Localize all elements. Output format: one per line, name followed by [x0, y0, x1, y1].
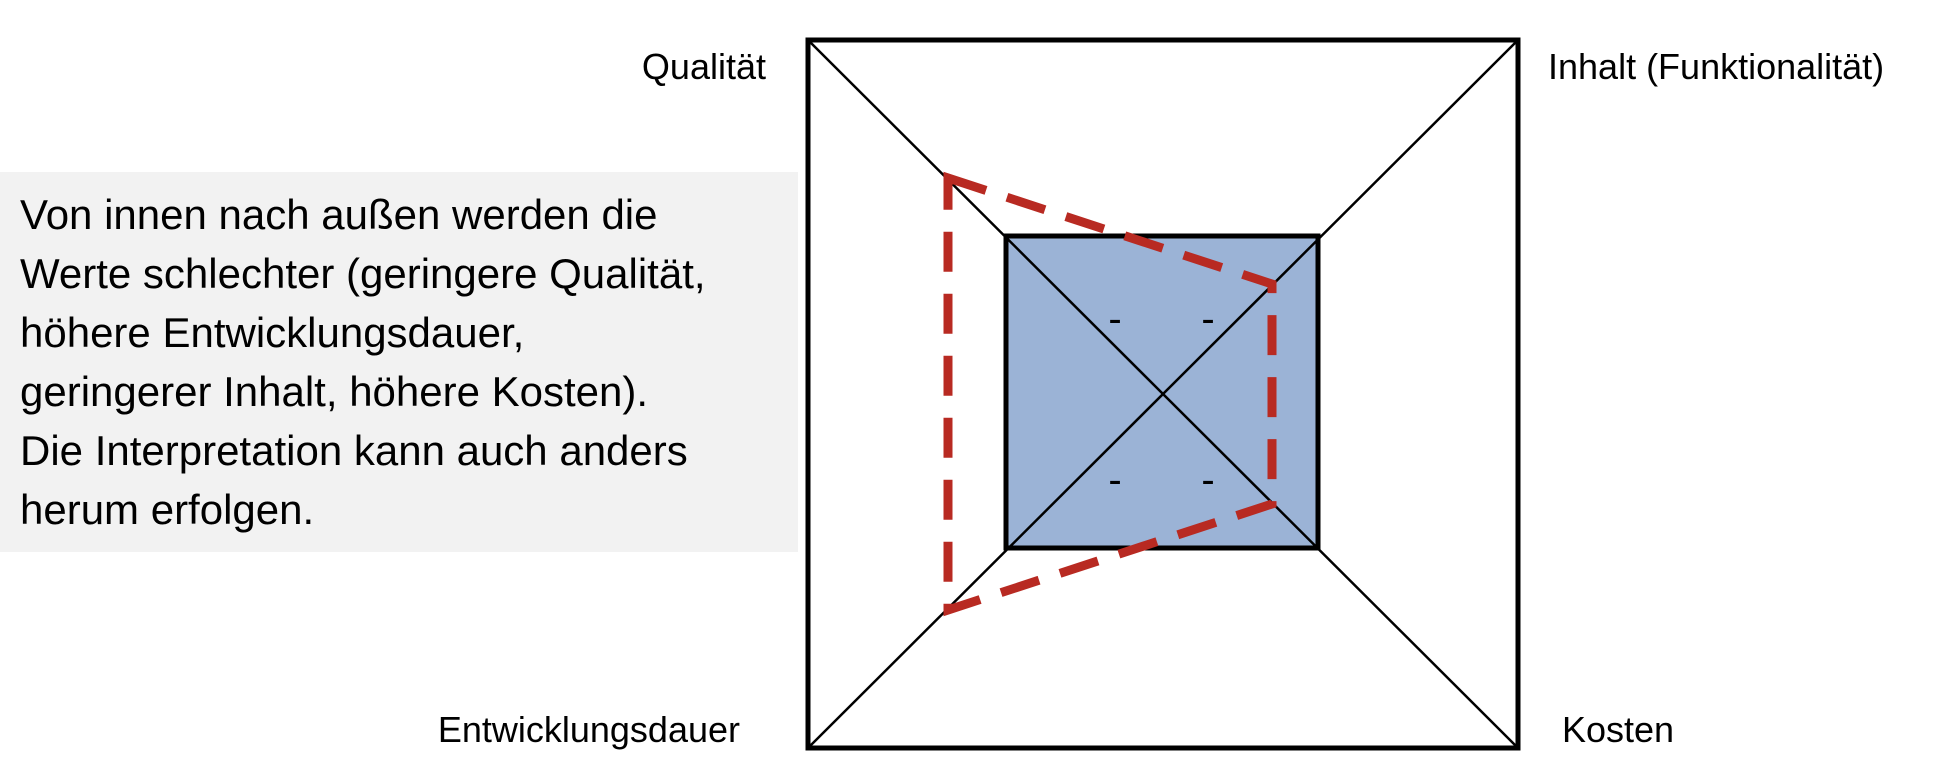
minus-mark: -: [1201, 297, 1214, 341]
note-line: Werte schlechter (geringere Qualität,: [20, 250, 706, 297]
dashed-outline: [943, 171, 1277, 617]
label-quality: Qualität: [641, 46, 766, 87]
note-line: herum erfolgen.: [20, 486, 315, 533]
diagonal-line: [807, 39, 1519, 749]
minus-mark: -: [1108, 458, 1121, 502]
minus-mark: -: [1108, 297, 1121, 341]
minus-mark: -: [1201, 458, 1214, 502]
note-line: Von innen nach außen werden die: [20, 191, 658, 238]
note-line: höhere Entwicklungsdauer,: [20, 309, 525, 356]
outer-square: [805, 37, 1521, 751]
note-line: Die Interpretation kann auch anders: [20, 427, 688, 474]
label-costs: Kosten: [1562, 709, 1675, 750]
explanation-note: Von innen nach außen werden die Werte sc…: [0, 172, 798, 552]
label-content: Inhalt (Funktionalität): [1548, 46, 1885, 87]
label-duration: Entwicklungsdauer: [437, 709, 740, 750]
note-line: geringerer Inhalt, höhere Kosten).: [20, 368, 649, 415]
